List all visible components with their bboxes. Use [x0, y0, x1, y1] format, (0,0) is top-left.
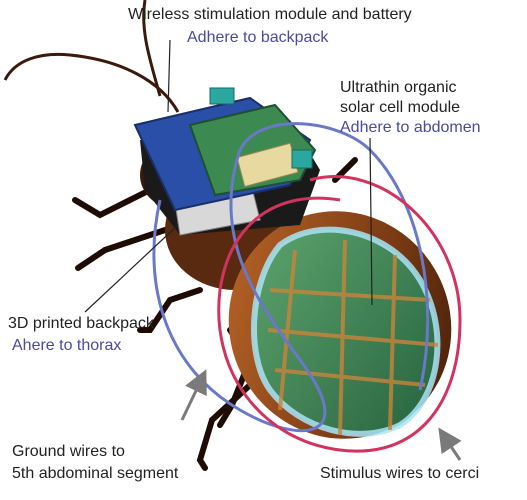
- stimulus-pointer-arrow: [438, 427, 462, 461]
- solar-label-line-1: Ultrathin organic: [340, 79, 457, 96]
- ground-label-line-1: Ground wires to: [12, 443, 125, 460]
- module-leader-line: [167, 39, 171, 113]
- solar-leader-line: [369, 137, 373, 306]
- backpack-adhere-label: Ahere to thorax: [12, 337, 122, 354]
- teal-connector-top: [209, 87, 235, 105]
- solar-label-line-2: solar cell module: [340, 99, 461, 116]
- module-label: Wireless stimulation module and battery: [128, 6, 412, 23]
- ground-label-line-2: 5th abdominal segment: [12, 465, 179, 482]
- stimulus-wire-loop: [217, 175, 462, 453]
- teal-connector-right: [291, 149, 313, 169]
- stimulus-label: Stimulus wires to cerci: [320, 465, 480, 482]
- right-antenna: [142, 0, 162, 97]
- backpack-label: 3D printed backpack: [8, 315, 154, 332]
- module-adhere-label: Adhere to backpack: [187, 29, 329, 46]
- solar-cell-stripes: [267, 239, 439, 436]
- ground-pointer-arrow: [180, 369, 207, 421]
- solar-adhere-label: Adhere to abdomen: [340, 119, 481, 136]
- backpack-leader-line: [84, 224, 179, 313]
